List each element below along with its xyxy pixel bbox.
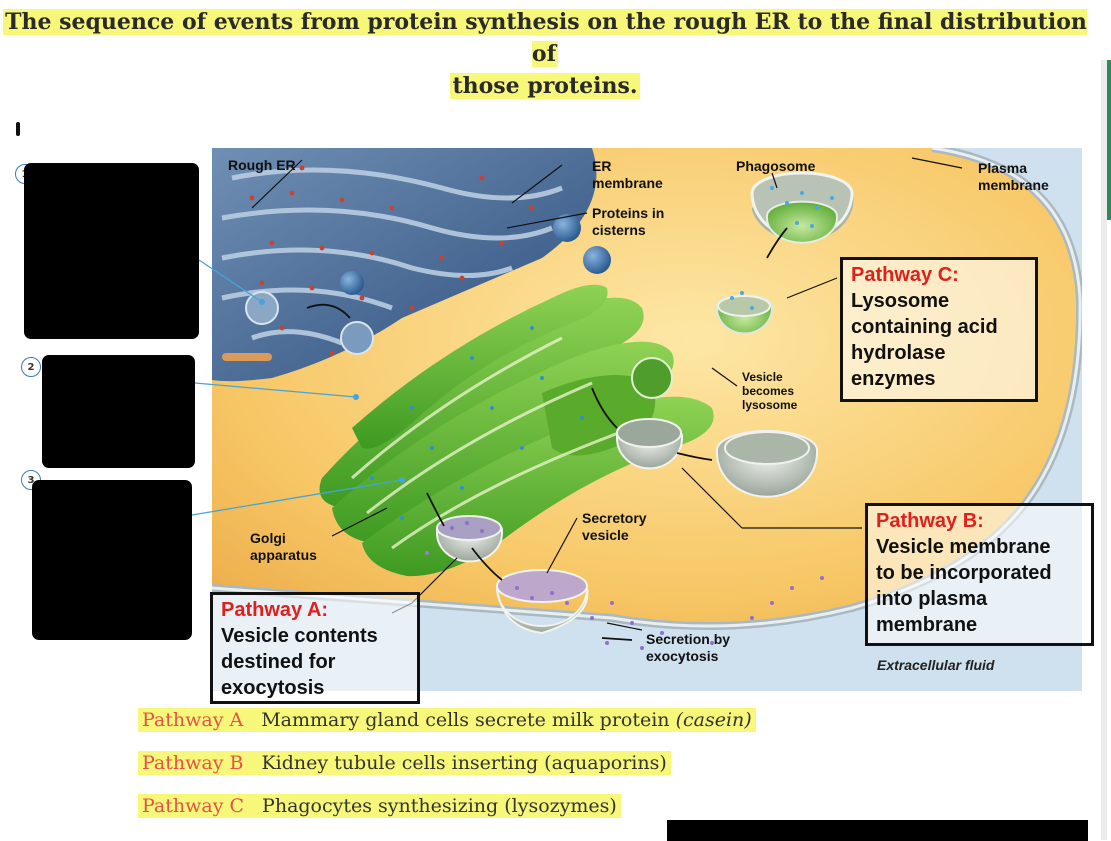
label-proteins-line1: Proteins in — [592, 205, 665, 221]
note-a-label: Pathway A — [142, 709, 244, 731]
step-number-2: 2 — [21, 357, 41, 377]
label-secretory-line1: Secretory — [582, 510, 647, 526]
label-golgi-apparatus: Golgi apparatus — [250, 530, 317, 564]
note-b-label: Pathway B — [142, 752, 244, 774]
pathway-c-line4: enzymes — [851, 368, 936, 390]
label-proteins-line2: cisterns — [592, 222, 646, 238]
label-secretion-line2: exocytosis — [646, 648, 719, 664]
label-plasma-line1: Plasma — [978, 160, 1028, 176]
redacted-block-2 — [42, 355, 195, 468]
note-pathway-a: Pathway A Mammary gland cells secrete mil… — [138, 708, 756, 732]
pathway-c-line3: hydrolase — [851, 342, 946, 364]
scrollbar-accent — [1107, 60, 1111, 220]
label-extracellular-fluid: Extracellular fluid — [877, 657, 995, 673]
pathway-b-box: Pathway B: Vesicle membrane to be incorp… — [865, 503, 1094, 646]
label-vbl-line2: becomes — [742, 384, 795, 398]
label-proteins-in-cisterns: Proteins in cisterns — [592, 205, 664, 239]
note-a-italic: (casein) — [675, 709, 752, 731]
title-line-2: those proteins. — [450, 73, 640, 99]
page-title: The sequence of events from protein synt… — [0, 6, 1090, 102]
label-phagosome: Phagosome — [736, 158, 816, 174]
pathway-b-line1: Vesicle membrane — [876, 536, 1051, 558]
pathway-c-line1: Lysosome — [851, 290, 950, 312]
pathway-b-line3: into plasma — [876, 588, 988, 610]
note-c-text: Phagocytes synthesizing (lysozymes) — [262, 795, 617, 817]
pathway-a-line3: exocytosis — [221, 677, 325, 699]
label-vbl-line3: lysosome — [742, 398, 798, 412]
label-vesicle-becomes-lysosome: Vesicle becomes lysosome — [742, 370, 797, 412]
label-er-membrane: ER membrane — [592, 158, 663, 192]
pathway-a-title: Pathway A: — [221, 599, 329, 621]
note-pathway-c: Pathway C Phagocytes synthesizing (lysozy… — [138, 794, 621, 818]
redacted-block-3 — [32, 480, 192, 640]
pathway-a-line2: destined for — [221, 651, 336, 673]
note-b-text: Kidney tubule cells inserting (aquaporin… — [261, 752, 667, 774]
note-c-label: Pathway C — [142, 795, 245, 817]
label-vbl-line1: Vesicle — [742, 370, 783, 384]
label-er-membrane-line1: ER — [592, 158, 612, 174]
pathway-a-box: Pathway A: Vesicle contents destined for… — [210, 592, 420, 704]
label-rough-er: Rough ER — [228, 157, 296, 173]
label-plasma-membrane: Plasma membrane — [978, 160, 1049, 194]
note-pathway-b: Pathway B Kidney tubule cells inserting (… — [138, 751, 671, 775]
pathway-b-line4: membrane — [876, 614, 978, 636]
label-golgi-line1: Golgi — [250, 530, 286, 546]
cursor-mark — [16, 122, 20, 136]
label-er-membrane-line2: membrane — [592, 175, 663, 191]
label-secretion-by-exocytosis: Secretion by exocytosis — [646, 631, 730, 665]
label-secretory-vesicle: Secretory vesicle — [582, 510, 647, 544]
pathway-c-box: Pathway C: Lysosome containing acid hydr… — [840, 257, 1038, 402]
label-secretory-line2: vesicle — [582, 527, 629, 543]
label-plasma-line2: membrane — [978, 177, 1049, 193]
note-a-text: Mammary gland cells secrete milk protein — [261, 709, 670, 731]
label-secretion-line1: Secretion by — [646, 631, 731, 647]
pathway-c-line2: containing acid — [851, 316, 998, 338]
redacted-bottom-bar — [667, 820, 1088, 841]
pathway-b-title: Pathway B: — [876, 510, 984, 532]
label-golgi-line2: apparatus — [250, 547, 317, 563]
pathway-a-line1: Vesicle contents — [221, 625, 378, 647]
pathway-c-title: Pathway C: — [851, 264, 959, 286]
redacted-block-1 — [24, 163, 199, 339]
pathway-b-line2: to be incorporated — [876, 562, 1052, 584]
scrollbar-track[interactable] — [1101, 60, 1107, 840]
